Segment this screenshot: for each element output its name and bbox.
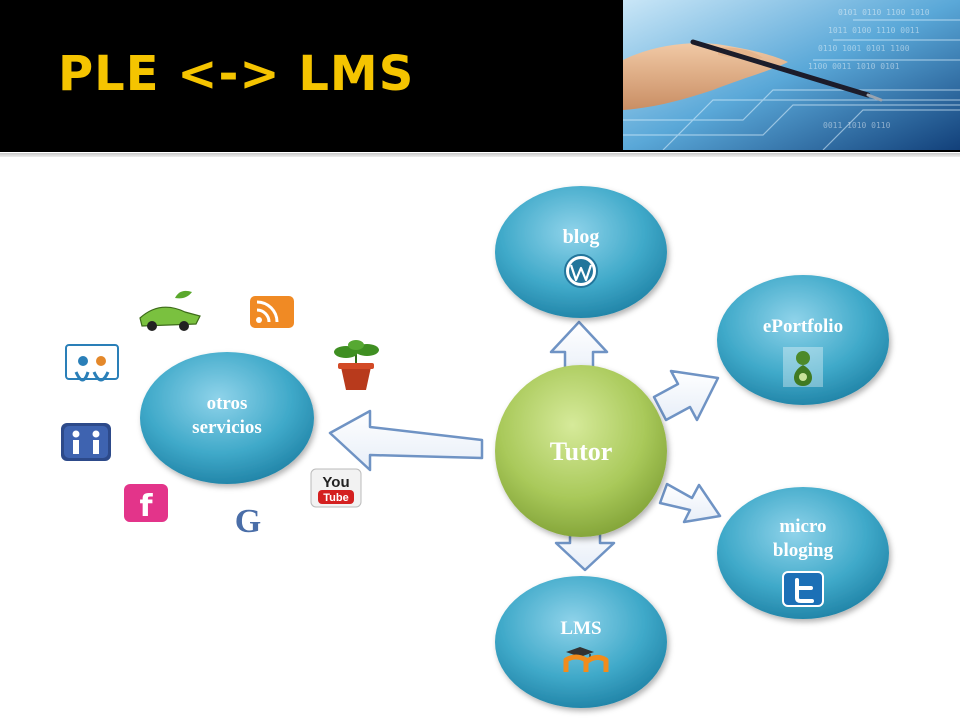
blog-node: blog <box>495 186 667 318</box>
mahara-icon <box>783 347 823 387</box>
slideshare-icon <box>65 344 119 382</box>
svg-text:1100 0011 1010 0101: 1100 0011 1010 0101 <box>808 62 900 71</box>
arrow-to-microblog <box>658 482 722 524</box>
facebook-icon: f <box>124 484 168 524</box>
microblog-label-line1: micro <box>779 516 826 537</box>
header-divider <box>0 153 960 157</box>
microblog-label-line2: bloging <box>773 540 834 561</box>
lms-label: LMS <box>560 618 601 639</box>
google-letter: G <box>235 503 261 540</box>
slide-title: PLE <-> LMS <box>58 46 415 102</box>
rss-icon <box>250 296 294 328</box>
google-icon: G <box>235 503 261 540</box>
otros-label-line1: otros <box>207 393 248 414</box>
diagram-canvas: Tutor blog ePortfolio <box>61 186 889 708</box>
header-photo: 0101 0110 1100 1010 1011 0100 1110 0011 … <box>623 0 960 150</box>
twitter-icon <box>782 571 824 607</box>
plant-pot-icon <box>334 340 379 390</box>
lms-node: LMS <box>495 576 667 708</box>
hi5-icon <box>61 423 111 461</box>
service-icons: f G You Tube <box>61 290 379 540</box>
hand-with-pen-image: 0101 0110 1100 1010 1011 0100 1110 0011 … <box>623 0 960 150</box>
blog-label: blog <box>563 226 600 248</box>
arrow-to-eportfolio <box>652 369 720 422</box>
eportfolio-node: ePortfolio <box>717 275 889 405</box>
facebook-letter: f <box>139 489 153 524</box>
youtube-line1: You <box>322 474 349 491</box>
svg-text:0110 1001 0101 1100: 0110 1001 0101 1100 <box>818 44 910 53</box>
youtube-icon: You Tube <box>310 468 362 508</box>
tutor-label: Tutor <box>550 437 613 466</box>
green-car-icon <box>139 290 201 331</box>
moodle-icon <box>563 647 609 672</box>
svg-text:0101 0110 1100 1010: 0101 0110 1100 1010 <box>838 8 930 17</box>
wordpress-icon <box>564 254 598 288</box>
youtube-line2: Tube <box>323 492 348 504</box>
ple-lms-diagram: Tutor blog ePortfolio <box>0 160 960 720</box>
microblog-node: micro bloging <box>717 487 889 619</box>
arrows <box>328 320 722 572</box>
otros-servicios-node: otros servicios <box>140 352 314 484</box>
eportfolio-label: ePortfolio <box>763 316 843 337</box>
slide-header: PLE <-> LMS <box>0 0 960 152</box>
tutor-node: Tutor <box>495 365 667 537</box>
otros-label-line2: servicios <box>192 417 262 438</box>
svg-text:1011 0100 1110 0011: 1011 0100 1110 0011 <box>828 26 920 35</box>
arrow-to-otros <box>328 409 484 472</box>
svg-text:0011 1010 0110: 0011 1010 0110 <box>823 121 891 130</box>
